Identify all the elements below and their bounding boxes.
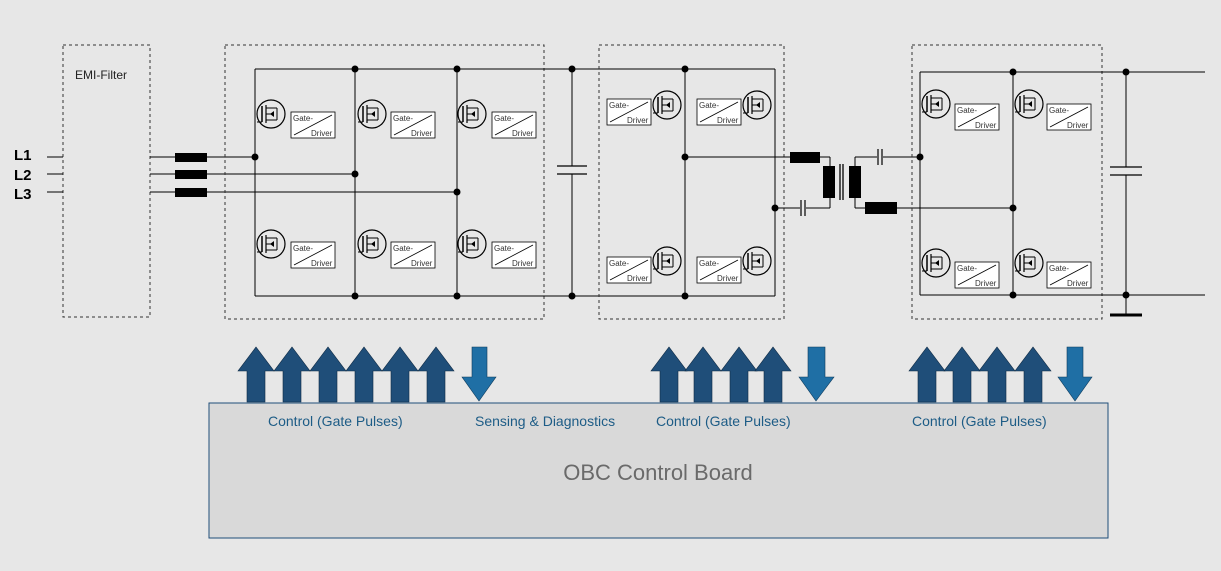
pfc-switch-1-high: Gate- Driver — [256, 99, 336, 139]
primary-switch-2-high: Gate- Driver — [696, 90, 772, 126]
emi-filter-label: EMI-Filter — [75, 68, 127, 82]
pfc-switch-1-low: Gate- Driver — [256, 229, 336, 269]
emi-filter-block: EMI-Filter — [62, 44, 151, 318]
svg-text:Gate-: Gate- — [957, 264, 977, 273]
input-label-l3: L3 — [14, 186, 32, 203]
svg-text:Driver: Driver — [975, 121, 997, 130]
arrow-up-primary-2 — [684, 346, 722, 403]
svg-text:Driver: Driver — [411, 259, 433, 268]
arrow-up-primary-1 — [650, 346, 688, 403]
svg-text:Gate-: Gate- — [393, 114, 413, 123]
sensing-label: Sensing & Diagnostics — [475, 413, 615, 429]
primary-switch-1-high: Gate- Driver — [606, 90, 682, 126]
secondary-switch-1-high: Gate- Driver — [921, 89, 1000, 131]
svg-text:Driver: Driver — [1067, 279, 1089, 288]
arrow-up-pfc-1 — [237, 346, 275, 403]
svg-text:Driver: Driver — [627, 116, 649, 125]
arrow-up-pfc-4 — [345, 346, 383, 403]
svg-text:Gate-: Gate- — [293, 114, 313, 123]
svg-text:Driver: Driver — [512, 259, 534, 268]
svg-text:Gate-: Gate- — [393, 244, 413, 253]
transformer-section — [775, 149, 1013, 216]
svg-text:Gate-: Gate- — [609, 259, 629, 268]
output-capacitor — [1110, 68, 1142, 317]
control-board-title: OBC Control Board — [563, 460, 753, 485]
svg-text:Driver: Driver — [975, 279, 997, 288]
arrow-up-secondary-2 — [943, 346, 981, 403]
control-label-secondary: Control (Gate Pulses) — [912, 413, 1047, 429]
svg-text:Driver: Driver — [627, 274, 649, 283]
arrow-down-sensing — [461, 346, 497, 402]
dc-link-capacitor — [557, 65, 587, 300]
secondary-switch-2-low: Gate- Driver — [1014, 248, 1092, 289]
inductor-l2 — [175, 170, 207, 179]
resonant-inductor-primary — [790, 152, 820, 163]
inductor-l3 — [175, 188, 207, 197]
primary-switch-2-low: Gate- Driver — [696, 246, 772, 284]
svg-text:Gate-: Gate- — [1049, 264, 1069, 273]
arrow-up-pfc-3 — [309, 346, 347, 403]
pfc-switch-3-low: Gate- Driver — [457, 229, 537, 269]
transformer-primary-winding — [823, 166, 835, 198]
pfc-switch-3-high: Gate- Driver — [457, 99, 537, 139]
svg-text:Driver: Driver — [717, 116, 739, 125]
svg-text:Gate-: Gate- — [494, 244, 514, 253]
arrow-up-secondary-4 — [1014, 346, 1052, 403]
arrow-up-primary-3 — [720, 346, 758, 403]
arrow-up-secondary-3 — [978, 346, 1016, 403]
pfc-stage: Gate- Driver Gate- Driver Gate- Driver G… — [224, 44, 775, 320]
primary-switch-1-low: Gate- Driver — [606, 246, 682, 284]
svg-text:Gate-: Gate- — [699, 259, 719, 268]
control-board: Control (Gate Pulses) Sensing & Diagnost… — [208, 402, 1109, 539]
secondary-bridge: Gate- Driver Gate- Driver Gate- Driver G… — [911, 44, 1205, 320]
pfc-switch-2-high: Gate- Driver — [357, 99, 436, 139]
svg-text:Gate-: Gate- — [957, 106, 977, 115]
arrow-down-secondary — [1057, 346, 1093, 402]
pfc-switch-2-low: Gate- Driver — [357, 229, 436, 269]
input-label-l1: L1 — [14, 147, 32, 164]
secondary-switch-2-high: Gate- Driver — [1014, 89, 1092, 131]
svg-text:Gate-: Gate- — [609, 101, 629, 110]
arrows — [237, 346, 1093, 403]
primary-bridge: Gate- Driver Gate- Driver Gate- Driver G… — [598, 44, 790, 320]
transformer-secondary-winding — [849, 166, 861, 198]
arrow-up-pfc-6 — [417, 346, 455, 403]
control-label-pfc: Control (Gate Pulses) — [268, 413, 403, 429]
svg-text:Driver: Driver — [1067, 121, 1089, 130]
svg-text:Gate-: Gate- — [293, 244, 313, 253]
input-lines: L1 L2 L3 — [14, 147, 457, 203]
svg-text:Gate-: Gate- — [1049, 106, 1069, 115]
arrow-up-pfc-2 — [273, 346, 311, 403]
svg-text:Driver: Driver — [311, 259, 333, 268]
secondary-switch-1-low: Gate- Driver — [921, 248, 1000, 289]
svg-text:Gate-: Gate- — [494, 114, 514, 123]
svg-text:Driver: Driver — [512, 129, 534, 138]
arrow-down-primary — [798, 346, 835, 402]
inductor-l1 — [175, 153, 207, 162]
arrow-up-secondary-1 — [908, 346, 946, 403]
svg-text:Driver: Driver — [717, 274, 739, 283]
svg-text:Driver: Driver — [311, 129, 333, 138]
input-label-l2: L2 — [14, 167, 32, 184]
arrow-up-primary-4 — [754, 346, 792, 403]
svg-text:Gate-: Gate- — [699, 101, 719, 110]
arrow-up-pfc-5 — [381, 346, 419, 403]
resonant-inductor-secondary — [865, 202, 897, 214]
control-label-primary: Control (Gate Pulses) — [656, 413, 791, 429]
svg-text:Driver: Driver — [411, 129, 433, 138]
